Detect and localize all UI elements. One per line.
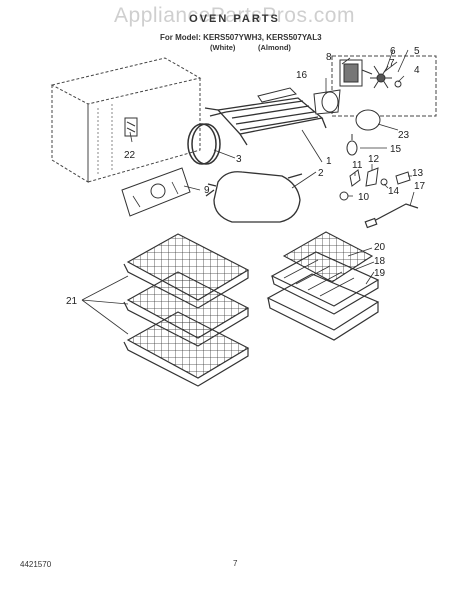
callout-7: 7 <box>389 58 395 69</box>
callout-22: 22 <box>124 150 136 161</box>
callout-17: 17 <box>414 181 426 192</box>
callout-21: 21 <box>66 296 78 307</box>
color-white-label: (White) <box>210 43 236 52</box>
watermark: AppliancePartsPros.com <box>114 4 355 27</box>
oven-sensor <box>364 203 419 229</box>
broiler-pan-insert <box>270 251 380 315</box>
bake-element <box>205 171 303 223</box>
callout-11: 11 <box>352 160 363 171</box>
callout-15: 15 <box>390 144 402 155</box>
cavity-wall-detail <box>97 104 113 175</box>
callout-16: 16 <box>296 70 308 81</box>
callout-14: 14 <box>388 186 400 197</box>
oven-rack-bottom <box>123 311 250 387</box>
model-line: For Model: KERS507YWH3, KERS507YAL3 <box>160 33 322 42</box>
fan-motor-box <box>331 55 437 117</box>
sensor-connector <box>395 171 411 185</box>
fan-panel <box>121 167 191 217</box>
sensor-bracket <box>365 167 379 187</box>
fan-motor <box>339 59 402 89</box>
callout-20: 20 <box>374 242 386 253</box>
lamp-bulb <box>346 134 358 156</box>
callout-5: 5 <box>414 46 420 57</box>
callout-9: 9 <box>204 185 210 196</box>
callout-23: 23 <box>398 130 410 141</box>
callout-6: 6 <box>390 46 396 57</box>
lamp-socket <box>313 89 341 115</box>
callout-18: 18 <box>374 256 386 267</box>
callout-12: 12 <box>368 154 380 165</box>
callout-10: 10 <box>358 192 370 203</box>
convection-ring <box>187 123 221 165</box>
broil-element-support <box>257 87 297 103</box>
oven-cavity <box>50 57 202 183</box>
page-number: 7 <box>233 559 238 568</box>
sensor-nut <box>339 191 349 201</box>
callout-2: 2 <box>318 168 324 179</box>
callout-13: 13 <box>412 168 424 179</box>
callout-1: 1 <box>326 156 332 167</box>
leader-lines <box>81 49 415 335</box>
page-title: OVEN PARTS <box>189 13 280 25</box>
callout-3: 3 <box>236 154 242 165</box>
broil-element <box>204 97 327 146</box>
cavity-bracket-22 <box>124 117 138 137</box>
document-number: 4421570 <box>20 560 52 569</box>
sensor-screw <box>380 178 388 186</box>
lamp-cover <box>355 109 381 131</box>
broiler-pan <box>266 273 380 341</box>
callout-8: 8 <box>326 52 332 63</box>
callout-4: 4 <box>414 65 420 76</box>
color-almond-label: (Almond) <box>258 43 291 52</box>
callout-19: 19 <box>374 268 386 279</box>
